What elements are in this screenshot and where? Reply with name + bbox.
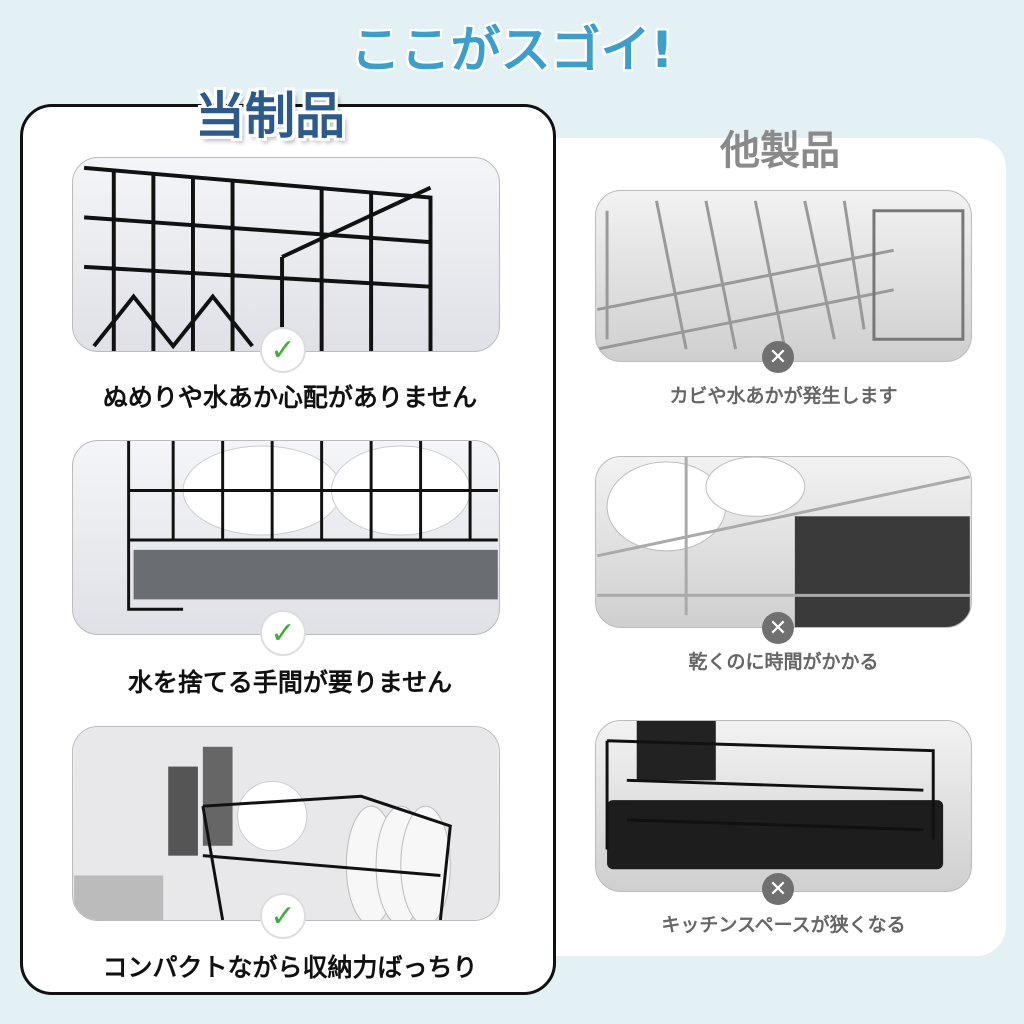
rack-with-drain-tray-image	[72, 440, 500, 635]
bulky-black-rack-image	[595, 720, 972, 892]
our-feature-caption: 水を捨てる手間が要りません	[127, 668, 453, 697]
compact-rack-kitchen-image	[72, 726, 500, 921]
our-feature-caption: コンパクトながら収納力ばっちり	[102, 953, 478, 982]
other-issue-caption: 乾くのに時間がかかる	[688, 651, 879, 673]
our-feature-caption: ぬめりや水あか心配がありません	[102, 383, 478, 412]
our-product-title: 当制品	[195, 87, 345, 145]
check-icon: ✓	[260, 610, 306, 656]
other-product-title: 他製品	[720, 128, 840, 174]
slow-drying-rack-image	[595, 456, 972, 628]
black-wire-rack-image	[72, 157, 500, 352]
chrome-wire-rack-image	[595, 190, 972, 362]
other-issue-caption: キッチンスペースが狭くなる	[661, 914, 906, 936]
x-icon: ✕	[762, 341, 794, 373]
other-issue-caption: カビや水あかが発生します	[669, 385, 898, 407]
x-icon: ✕	[762, 873, 794, 905]
check-icon: ✓	[260, 327, 306, 373]
x-icon: ✕	[762, 612, 794, 644]
headline: ここがスゴイ!	[350, 21, 674, 79]
check-icon: ✓	[260, 893, 306, 939]
